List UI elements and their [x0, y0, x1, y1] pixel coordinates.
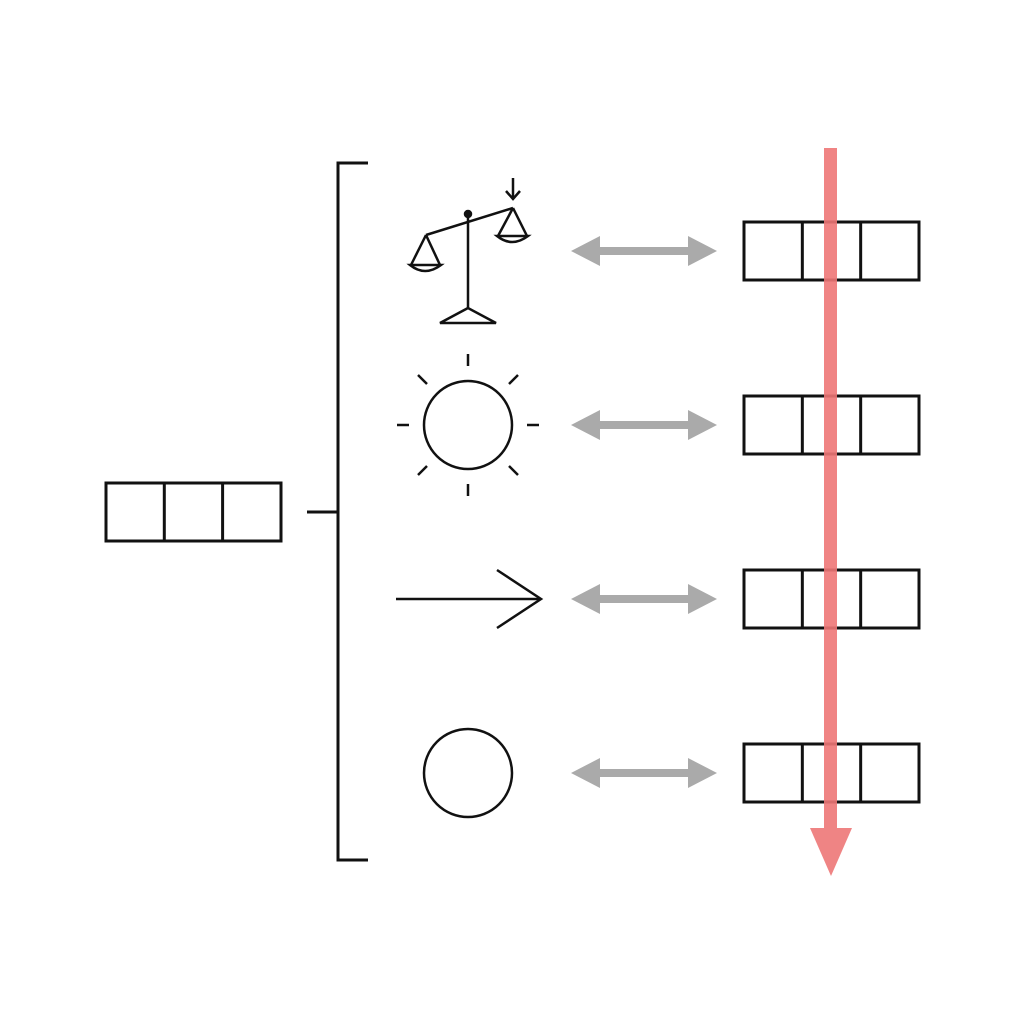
double-headed-arrow [571, 236, 717, 266]
down-arrow-icon [810, 828, 852, 876]
left-block-frame [104, 481, 283, 543]
bracket-line [336, 161, 368, 862]
double-headed-arrow [571, 758, 717, 788]
balance-scale-icon [406, 178, 532, 325]
double-headed-arrow [571, 410, 717, 440]
sun-icon [397, 354, 539, 496]
flow-arrow-shaft [824, 148, 837, 832]
right-arrow-icon [396, 568, 544, 630]
double-headed-arrow [571, 584, 717, 614]
left-block [104, 481, 283, 543]
circle-icon [422, 727, 514, 819]
connectors [571, 236, 717, 788]
flow-arrow [810, 148, 852, 876]
bracket [307, 161, 368, 862]
